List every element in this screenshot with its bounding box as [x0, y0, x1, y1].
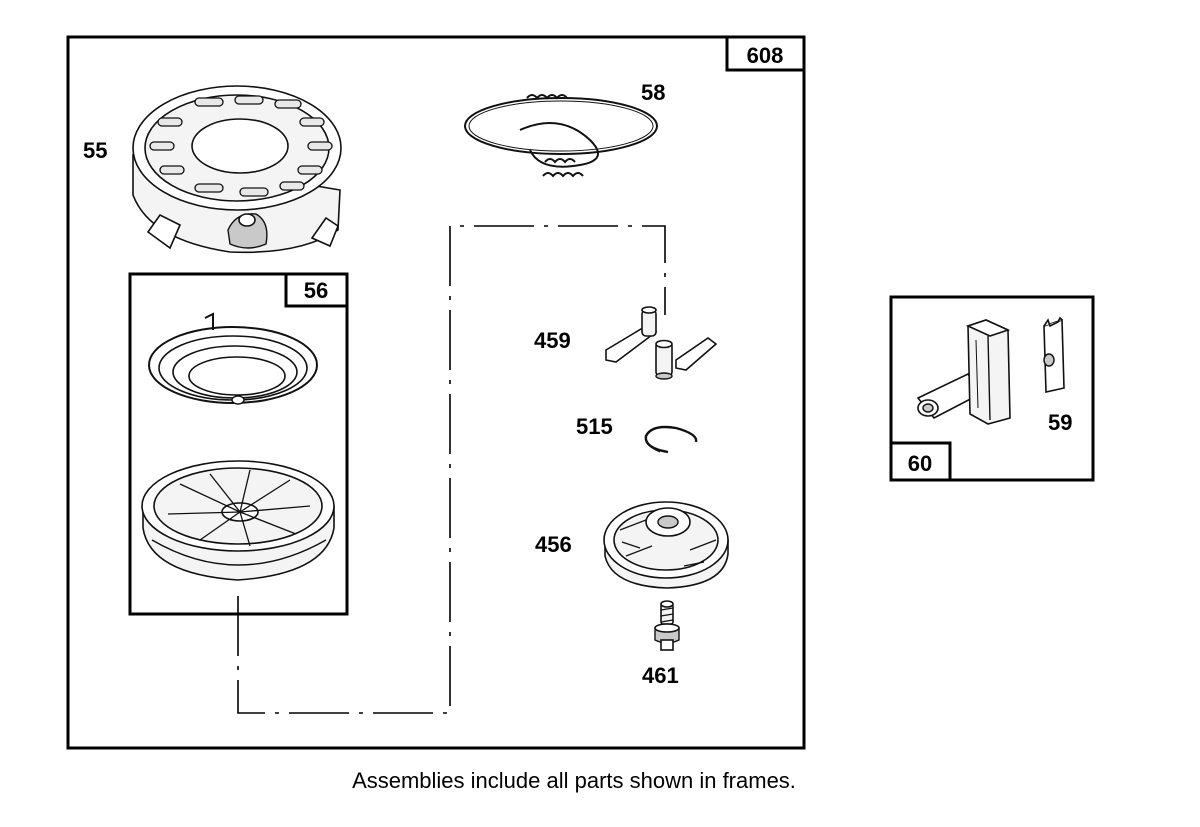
assembly-frame-60: 60: [889, 295, 1095, 482]
pulley-part: [141, 460, 335, 581]
rewind-spring-part: [148, 312, 318, 405]
diagram-caption: Assemblies include all parts shown in fr…: [352, 768, 796, 793]
connector-lines: [237, 225, 666, 714]
part-number-59: 59: [1048, 410, 1072, 435]
part-number-55: 55: [83, 138, 107, 163]
frame-label-60: 60: [908, 451, 932, 476]
part-number-58: 58: [641, 80, 665, 105]
retainer-ring-part: [644, 425, 698, 454]
frame-label-608: 608: [747, 43, 784, 68]
starter-housing-part: [132, 85, 342, 254]
assembly-frame-608: 608: [66, 35, 806, 750]
ratchet-part: [603, 501, 729, 589]
starter-rope-part: [464, 94, 658, 178]
starter-dog-part: [605, 306, 718, 380]
screw-part: [654, 600, 680, 651]
frame-label-56: 56: [304, 278, 328, 303]
part-number-456: 456: [535, 532, 572, 557]
handle-insert-part: [1043, 316, 1065, 393]
part-number-461: 461: [642, 663, 679, 688]
starter-handle-part: [916, 319, 1011, 425]
part-number-459: 459: [534, 328, 571, 353]
part-number-515: 515: [576, 414, 613, 439]
